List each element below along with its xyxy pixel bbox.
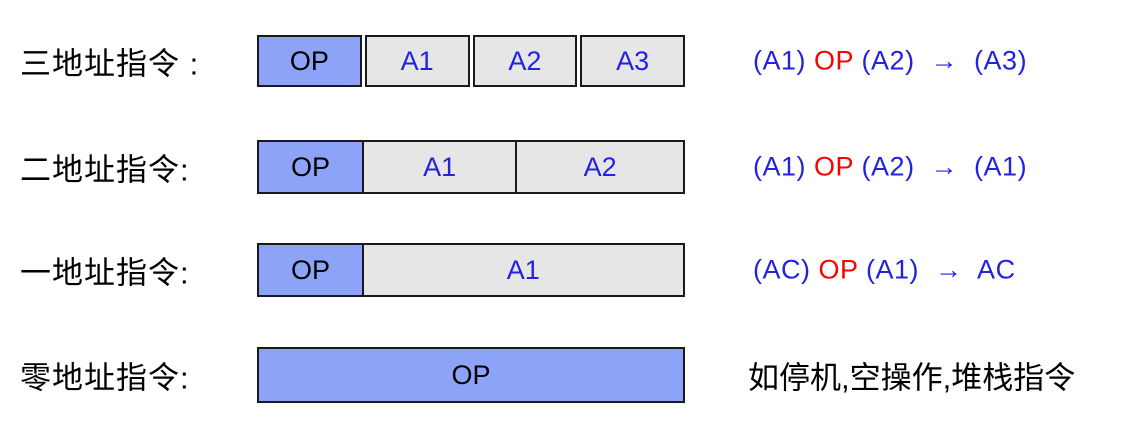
instruction-word-zero-address: OP	[257, 347, 685, 403]
formula-operand-left: (AC)	[753, 254, 819, 285]
row-three-address: 三地址指令 : OP A1 A2 A3 (A1) OP (A2) → (A3)	[0, 35, 1122, 87]
formula-two-address: (A1) OP (A2) → (A1)	[753, 152, 1027, 183]
formula-three-address: (A1) OP (A2) → (A3)	[753, 46, 1027, 77]
field-address-1: A1	[361, 140, 518, 194]
formula-op: OP	[818, 254, 859, 285]
formula-op: OP	[814, 151, 854, 182]
formula-operand-left: (A1)	[753, 151, 815, 182]
instruction-word-three-address: OP A1 A2 A3	[257, 35, 685, 87]
formula-operand-right: (A2) → (A3)	[853, 45, 1028, 76]
zero-address-examples-note: 如停机,空操作,堆栈指令	[748, 360, 1076, 396]
formula-operand-left: (A1)	[753, 45, 815, 76]
field-opcode: OP	[257, 347, 685, 403]
row-label-two-address: 二地址指令:	[20, 152, 190, 188]
formula-one-address: (AC) OP (A1) → AC	[753, 255, 1016, 286]
field-address-2: A2	[515, 140, 685, 194]
field-address-1: A1	[361, 243, 685, 297]
field-opcode: OP	[257, 35, 362, 87]
instruction-word-one-address: OP A1	[257, 243, 685, 297]
field-opcode: OP	[257, 140, 364, 194]
formula-op: OP	[814, 45, 854, 76]
row-one-address: 一地址指令: OP A1 (AC) OP (A1) → AC	[0, 243, 1122, 297]
formula-operand-right: (A2) → (A1)	[853, 151, 1028, 182]
field-address-1: A1	[364, 35, 470, 87]
row-zero-address: 零地址指令: OP 如停机,空操作,堆栈指令	[0, 347, 1122, 403]
row-label-zero-address: 零地址指令:	[20, 360, 190, 396]
row-label-one-address: 一地址指令:	[20, 255, 190, 291]
row-two-address: 二地址指令: OP A1 A2 (A1) OP (A2) → (A1)	[0, 140, 1122, 194]
formula-operand-right: (A1) → AC	[858, 254, 1016, 285]
instruction-word-two-address: OP A1 A2	[257, 140, 685, 194]
field-opcode: OP	[257, 243, 364, 297]
field-address-2: A2	[472, 35, 578, 87]
field-address-3: A3	[580, 35, 685, 87]
row-label-three-address: 三地址指令 :	[20, 46, 200, 82]
